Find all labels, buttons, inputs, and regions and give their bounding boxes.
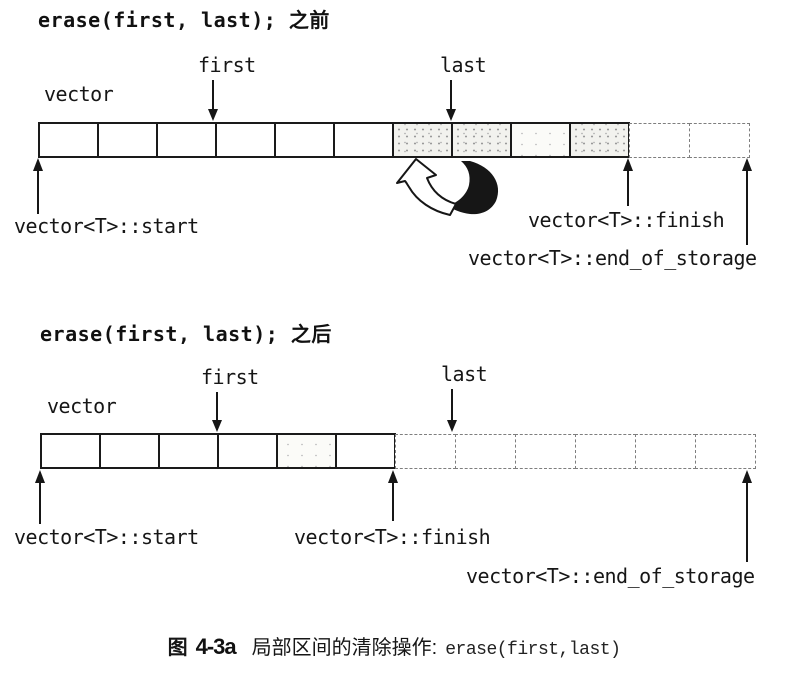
before-title: erase(first, last); 之前 — [38, 8, 330, 32]
vector-cell — [689, 123, 750, 158]
caption-fig-number: 4-3a — [195, 634, 237, 659]
after-start-label: vector<T>::start — [14, 525, 199, 549]
vector-cell — [276, 433, 337, 469]
after-vector-row — [40, 433, 756, 469]
vector-cell — [97, 122, 158, 158]
vector-cell — [156, 122, 217, 158]
vector-cell — [575, 434, 636, 469]
after-end-of-storage-label: vector<T>::end_of_storage — [466, 564, 755, 588]
vector-cell — [99, 433, 160, 469]
vector-cell — [158, 433, 219, 469]
before-finish-arrow — [623, 158, 633, 206]
after-end-of-storage-arrow — [742, 470, 752, 562]
vector-cell — [569, 122, 630, 158]
figure-caption: 图 4-3a 局部区间的清除操作: erase(first,last) — [0, 631, 788, 660]
caption-fig-word: 图 — [167, 637, 188, 659]
after-first-arrow — [212, 392, 222, 432]
vector-cell — [38, 122, 99, 158]
copy-backward-arrow — [396, 158, 499, 216]
vector-cell — [451, 122, 512, 158]
vector-cell — [333, 122, 394, 158]
before-vector-label: vector — [44, 82, 114, 106]
vector-cell — [335, 433, 396, 469]
vector-cell — [629, 123, 690, 158]
before-last-arrow — [446, 80, 456, 121]
vector-cell — [510, 122, 571, 158]
before-first-label: first — [198, 53, 256, 77]
caption-text: 局部区间的清除操作: — [251, 637, 438, 659]
after-last-label: last — [441, 362, 488, 386]
vector-cell — [217, 433, 278, 469]
after-vector-label: vector — [47, 394, 117, 418]
after-finish-label: vector<T>::finish — [294, 525, 491, 549]
before-last-label: last — [440, 53, 487, 77]
vector-cell — [635, 434, 696, 469]
vector-cell — [515, 434, 576, 469]
vector-cell — [40, 433, 101, 469]
after-first-label: first — [201, 365, 259, 389]
before-finish-label: vector<T>::finish — [528, 208, 725, 232]
after-finish-arrow — [388, 470, 398, 521]
vector-cell — [215, 122, 276, 158]
vector-cell — [455, 434, 516, 469]
before-start-label: vector<T>::start — [14, 214, 199, 238]
vector-cell — [392, 122, 453, 158]
after-title: erase(first, last); 之后 — [40, 322, 332, 346]
before-end-of-storage-arrow — [742, 158, 752, 245]
after-last-arrow — [447, 389, 457, 432]
before-vector-row — [38, 122, 750, 158]
before-start-arrow — [33, 158, 43, 214]
before-end-of-storage-label: vector<T>::end_of_storage — [468, 246, 757, 270]
before-first-arrow — [208, 80, 218, 121]
vector-cell — [274, 122, 335, 158]
vector-cell — [395, 434, 456, 469]
after-start-arrow — [35, 470, 45, 524]
caption-code: erase(first,last) — [445, 640, 621, 660]
vector-cell — [695, 434, 756, 469]
